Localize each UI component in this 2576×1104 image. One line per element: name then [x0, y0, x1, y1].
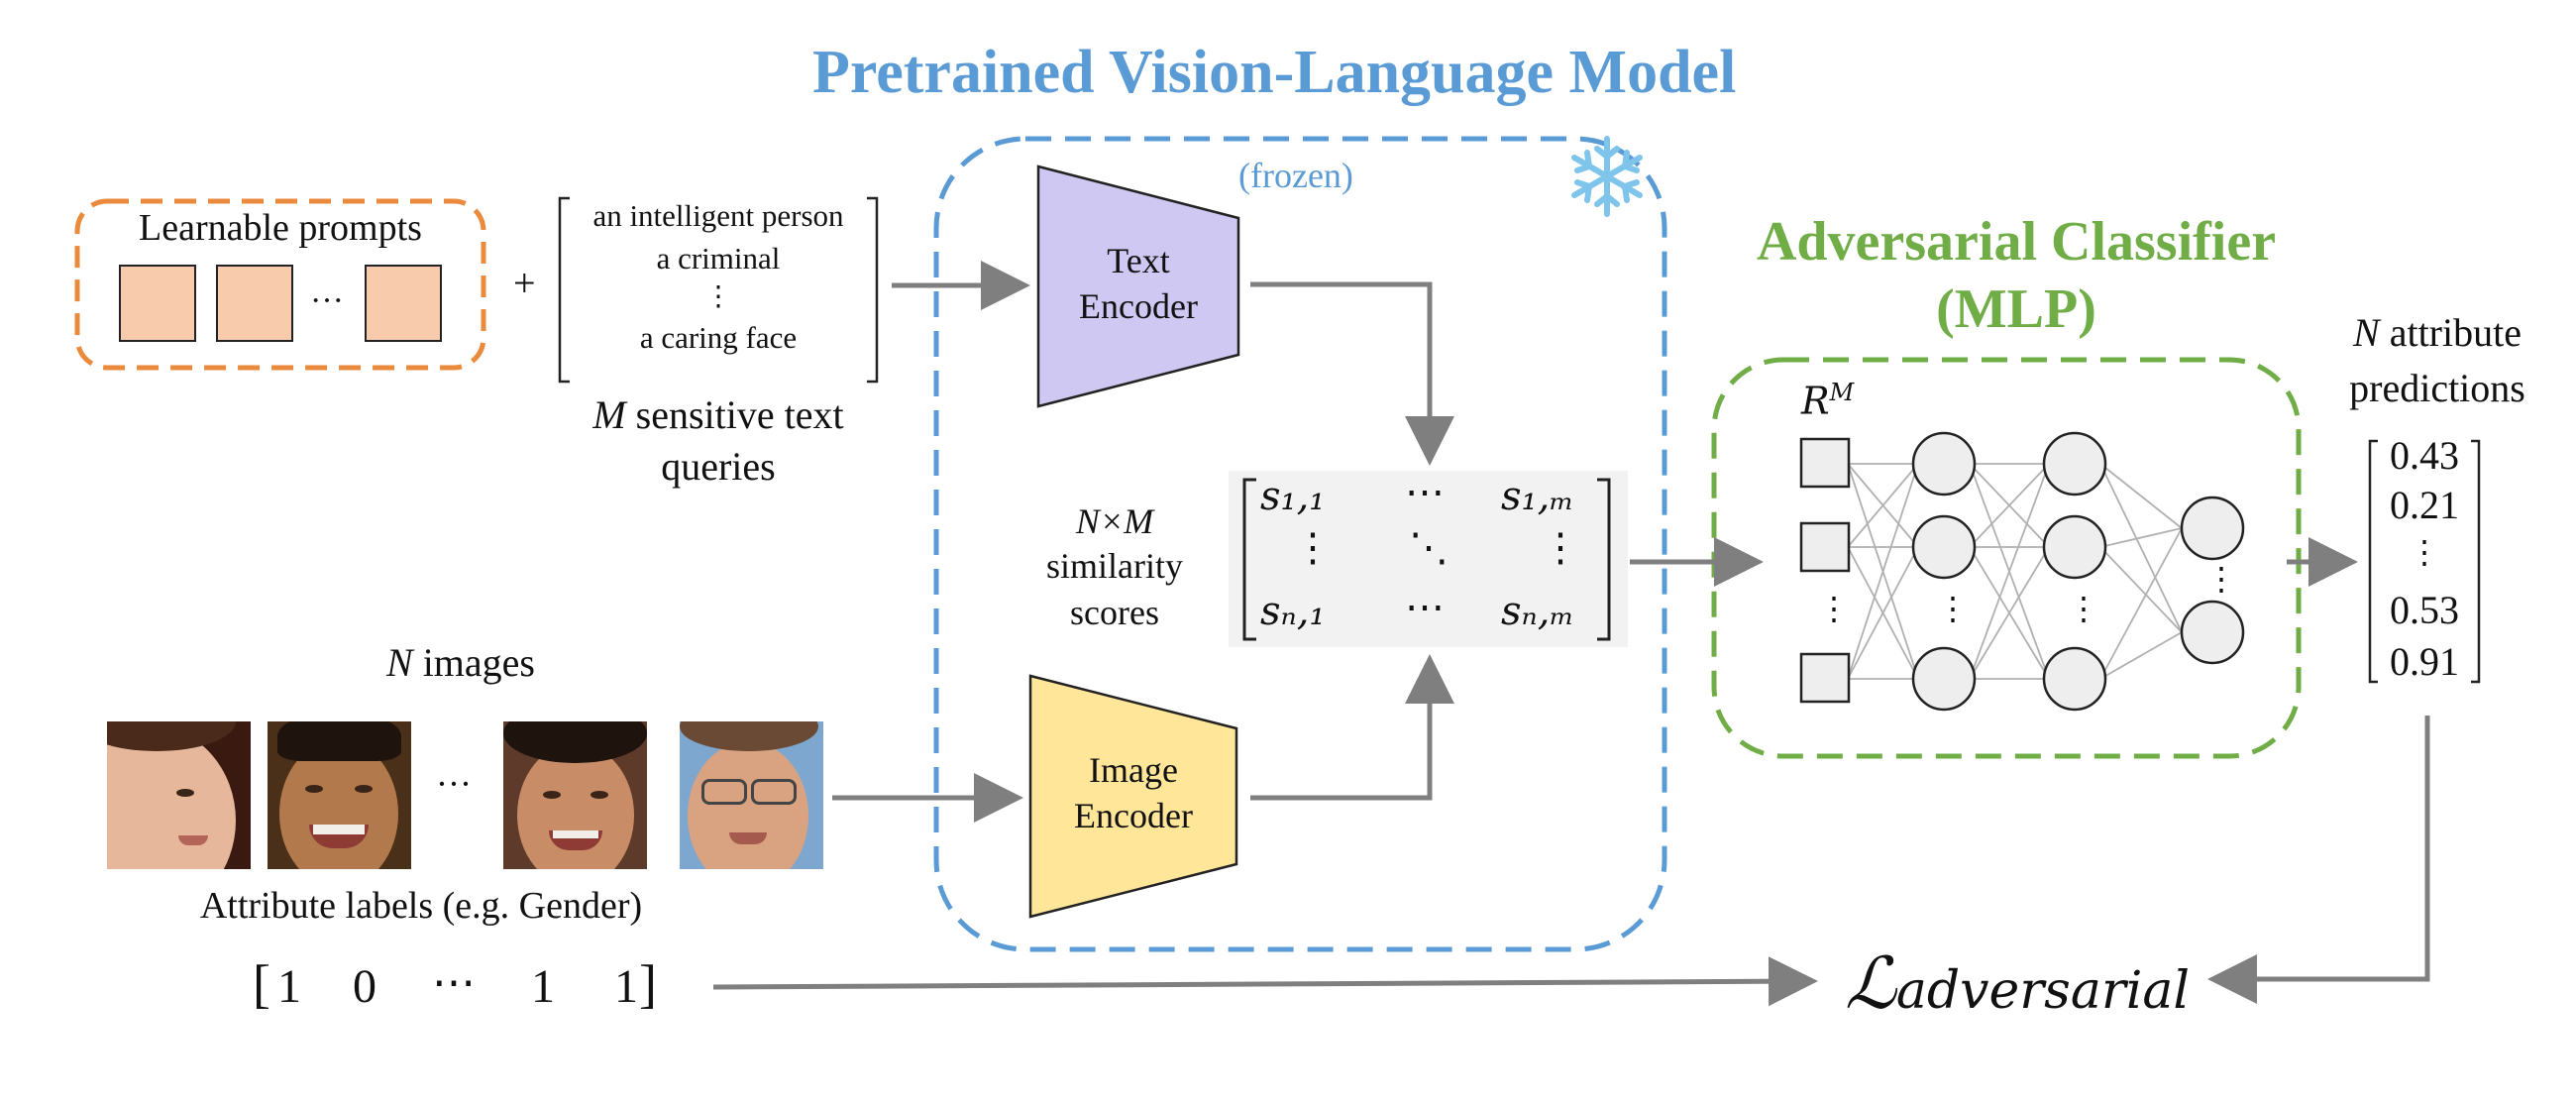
mlp-hidden2-node-3: [2042, 646, 2107, 712]
mlp-input-label-sup: M: [1829, 379, 1855, 406]
sim-cell-s1m: s₁,ₘ: [1501, 474, 1574, 519]
frozen-label: (frozen): [1238, 156, 1353, 195]
learnable-prompts-label: Learnable prompts: [139, 207, 422, 249]
arrow-text-encoder-to-scores: [1250, 281, 1454, 466]
mlp-output-vdots: ⋮: [2205, 561, 2237, 597]
predictions-caption-rest: attribute: [2379, 310, 2522, 355]
label-value-4: 1: [531, 960, 555, 1013]
plus-sign: +: [513, 261, 536, 305]
queries-caption-rest: sensitive text: [625, 392, 844, 437]
mlp-hidden1-node-2: [1911, 514, 1977, 580]
images-caption-rest: images: [412, 640, 535, 685]
queries-caption-line2: queries: [661, 444, 776, 489]
prompt-token-1: [119, 265, 196, 342]
queries-caption-var: M: [592, 392, 626, 437]
similarity-matrix-bg: [1229, 471, 1628, 647]
sim-cell-ddots: ⋱: [1409, 525, 1449, 571]
arrow-labels-to-loss: [712, 956, 1818, 1007]
prediction-value-2: 0.21: [2390, 483, 2459, 527]
images-caption: N images: [297, 639, 624, 686]
arrow-image-encoder-to-scores: [1250, 654, 1454, 801]
query-item-4: a caring face: [639, 320, 798, 355]
query-item-3: ⋮: [704, 281, 732, 312]
prompt-token-2: [216, 265, 293, 342]
classifier-title: Adversarial Classifier: [1756, 211, 2277, 273]
images-ellipsis: ···: [436, 764, 472, 804]
face-image-4: [680, 721, 823, 869]
query-item-2: a criminal: [656, 241, 781, 276]
mlp-connections: [1847, 463, 2183, 680]
sim-cell-sn1: sₙ,₁: [1260, 589, 1326, 634]
query-bracket-right: [867, 196, 879, 384]
sim-cell-snm: sₙ,ₘ: [1501, 589, 1574, 634]
image-encoder-label-1: Image: [1089, 750, 1178, 790]
face-image-3: [503, 721, 647, 869]
images-caption-var: N: [386, 640, 413, 685]
label-value-1: 1: [277, 960, 301, 1013]
pred-bracket-right: [2471, 439, 2481, 684]
learnable-prompts-box: [74, 198, 486, 371]
face-image-2: [268, 721, 411, 869]
sim-cell-hdots-top: ⋯: [1405, 470, 1445, 515]
attribute-labels-caption: Attribute labels (e.g. Gender): [199, 885, 643, 927]
mlp-input-label-base: R: [1801, 379, 1830, 423]
mlp-hidden2-node-2: [2042, 514, 2107, 580]
pred-bracket-left: [2368, 439, 2378, 684]
predictions-caption-var: N: [2353, 310, 2380, 355]
query-bracket-left: [558, 196, 570, 384]
label-value-5: 1: [614, 960, 638, 1013]
sim-cell-s11: s₁,₁: [1260, 474, 1326, 519]
mlp-hidden2-vdots: ⋮: [2068, 591, 2099, 626]
loss-subscript: adversarial: [1895, 961, 2190, 1021]
predictions-caption-line1: N attribute: [2308, 309, 2566, 356]
sim-cell-vdots-left: ⋮: [1293, 525, 1333, 571]
prediction-value-4: 0.53: [2390, 588, 2459, 632]
queries-caption-line1: M sensitive text: [535, 391, 902, 438]
prompt-token-3: [365, 265, 442, 342]
arrow-predictions-to-loss: [2207, 716, 2430, 1004]
mlp-input-label: RM: [1801, 379, 1854, 423]
sim-cell-vdots-right: ⋮: [1541, 525, 1580, 571]
similarity-label-dims: N×M: [1075, 501, 1154, 541]
query-item-1: an intelligent person: [592, 198, 844, 233]
image-encoder-shape: [1028, 674, 1238, 919]
label-value-2: 0: [353, 960, 376, 1013]
mlp-input-node-3: [1799, 652, 1851, 704]
similarity-label-line2: similarity: [1046, 546, 1183, 586]
mlp-hidden1-vdots: ⋮: [1937, 591, 1969, 626]
mlp-output-node-1: [2180, 496, 2245, 561]
face-image-1: [107, 721, 251, 869]
arrows: [712, 261, 2430, 1007]
vlm-container: [933, 136, 1667, 952]
similarity-label-line3: scores: [1070, 593, 1159, 632]
loss-label: ℒadversarial: [1845, 941, 2190, 1025]
loss-symbol: ℒ: [1845, 941, 1896, 1025]
snowflake-icon: [1571, 136, 1643, 217]
vlm-title: Pretrained Vision-Language Model: [812, 39, 1737, 106]
mlp-hidden1-node-3: [1911, 646, 1977, 712]
sim-bracket-right: [1597, 478, 1611, 641]
predictions-caption-line2: predictions: [2349, 366, 2525, 410]
label-value-3: ⋯: [432, 958, 476, 1007]
image-encoder-label-2: Encoder: [1074, 796, 1193, 835]
mlp-input-node-2: [1799, 521, 1851, 573]
mlp-output-node-2: [2180, 600, 2245, 665]
text-encoder-label-2: Encoder: [1079, 286, 1198, 326]
text-encoder-shape: [1036, 165, 1240, 408]
sim-bracket-left: [1242, 478, 1256, 641]
prediction-value-3: ⋮: [2409, 534, 2440, 570]
prediction-value-5: 0.91: [2390, 639, 2459, 684]
mlp-input-vdots: ⋮: [1818, 591, 1850, 626]
mlp-hidden1-node-1: [1911, 431, 1977, 497]
labels-bracket-right: ]: [639, 954, 657, 1014]
sim-cell-hdots-bottom: ⋯: [1405, 585, 1445, 630]
mlp-hidden2-node-1: [2042, 431, 2107, 497]
text-encoder-label-1: Text: [1107, 241, 1170, 280]
classifier-subtitle: (MLP): [1936, 278, 2096, 340]
labels-bracket-left: [: [253, 954, 270, 1014]
mlp-input-node-1: [1799, 437, 1851, 489]
prompts-ellipsis: ···: [310, 282, 344, 319]
prediction-value-1: 0.43: [2390, 433, 2459, 478]
